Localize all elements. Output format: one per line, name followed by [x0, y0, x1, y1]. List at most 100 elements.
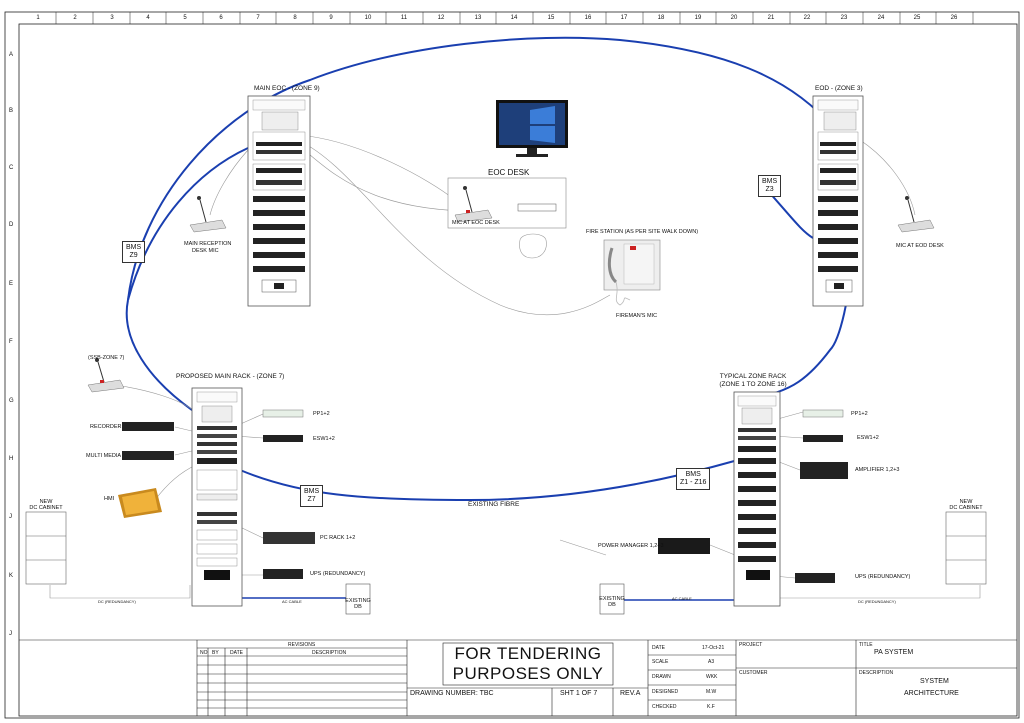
grid-row-h: H: [9, 456, 14, 462]
label-ac-cable-left: AC CABLE: [282, 599, 302, 604]
label-existing-db-left-2: DB: [354, 604, 362, 610]
label-amplifier: AMPLIFIER 1,2+3: [855, 467, 900, 473]
grid-col-12: 12: [437, 15, 445, 21]
tb-checked-label: CHECKED: [652, 704, 677, 710]
label-existing-db-left: EXISTING: [345, 598, 371, 604]
label-esw-left: ESW1+2: [313, 436, 335, 442]
title-block-lines: [19, 639, 1017, 716]
label-desk-mic: DESK MIC: [192, 248, 219, 254]
grid-col-14: 14: [510, 15, 518, 21]
chair-device: [519, 233, 547, 259]
tb-designed-label: DESIGNED: [652, 689, 679, 695]
bms-z9-zone: Z9: [129, 252, 138, 259]
amplifier-device: [800, 462, 848, 479]
main-fibre-ring: [127, 36, 856, 396]
label-eoc-desk: EOC DESK: [488, 168, 530, 177]
label-multi-media: MULTI MEDIA: [86, 453, 122, 459]
label-new-dc-cabinet-right: NEW: [959, 499, 973, 505]
tb-designed-value: M.W: [706, 689, 717, 695]
label-eod: EOD - (ZONE 3): [815, 85, 863, 92]
label-main-reception: MAIN RECEPTION: [184, 241, 232, 247]
tender-line-2: PURPOSES ONLY: [452, 664, 604, 683]
tb-description-label: DESCRIPTION: [859, 670, 894, 676]
tb-no: NO: [200, 650, 208, 656]
grid-col-2: 2: [73, 15, 77, 21]
existing-fibre-line: [239, 459, 739, 502]
label-new-dc-cabinet-left: NEW: [39, 499, 53, 505]
label-existing-db-right-2: DB: [608, 602, 616, 608]
tb-scale-value: A3: [708, 659, 715, 665]
bms-z3-title: BMS: [762, 178, 778, 185]
grid-col-15: 15: [547, 15, 555, 21]
grid-row-f: F: [9, 339, 13, 345]
bms-z9-box: BMS Z9: [122, 241, 146, 263]
bms-z7-title: BMS: [304, 488, 320, 495]
grid-col-13: 13: [474, 15, 482, 21]
mic-main-reception-device: [189, 196, 227, 233]
bms-z1-zone: Z1 - Z16: [680, 479, 707, 486]
grid-col-19: 19: [694, 15, 702, 21]
label-new-dc-cabinet-left-2: DC CABINET: [29, 505, 63, 511]
rack-main-eoc: [247, 95, 311, 307]
grid-row-d: D: [9, 222, 14, 228]
grid-col-25: 25: [913, 15, 921, 21]
grid-col-21: 21: [767, 15, 775, 21]
bms-z3-box: BMS Z3: [758, 175, 782, 197]
rack-proposed-main: [191, 387, 243, 607]
mic-eoc-desk-device: [454, 186, 493, 223]
label-hmi: HMI: [104, 496, 115, 502]
ups-left-device: [263, 569, 303, 579]
grid-row-j2: J: [9, 631, 12, 637]
multimedia-device: [122, 451, 174, 460]
label-existing-fibre: EXISTING FIBRE: [468, 501, 520, 508]
label-ups-left: UPS (REDUNDANCY): [310, 571, 366, 577]
dc-cabinet-right: [945, 511, 987, 585]
grid-col-1: 1: [36, 15, 40, 21]
bms-z1-box: BMS Z1 - Z16: [676, 468, 711, 490]
tb-date-value: 17-Oct-21: [702, 645, 725, 651]
label-dc-redundancy-left: DC (REDUNDANCY): [98, 599, 136, 604]
label-dc-redundancy-right: DC (REDUNDANCY): [858, 599, 896, 604]
tb-rev: REV.A: [620, 690, 641, 697]
mic-eod-desk-device: [897, 196, 935, 233]
grid-col-16: 16: [584, 15, 592, 21]
label-main-eoc: MAIN EOC - (ZONE 9): [254, 85, 320, 92]
grid-col-10: 10: [364, 15, 372, 21]
grid-col-3: 3: [110, 15, 114, 21]
pc-rack-device: [263, 532, 315, 544]
tb-scale-label: SCALE: [652, 659, 669, 665]
label-power-manager: POWER MANAGER 1,2+3: [598, 543, 664, 549]
tb-checked-value: K.F: [707, 704, 715, 710]
grid-col-9: 9: [329, 15, 333, 21]
tb-description-col: DESCRIPTION: [312, 650, 347, 656]
tb-title-label: TITLE: [859, 642, 873, 648]
label-ac-cable-right: AC CABLE: [672, 596, 692, 601]
existing-db-left: [345, 583, 371, 615]
label-fire-station: FIRE STATION (AS PER SITE WALK DOWN): [586, 229, 699, 235]
pp-right-device: [802, 409, 844, 418]
grid-col-26: 26: [950, 15, 958, 21]
grid-col-24: 24: [877, 15, 885, 21]
rack-eod: [812, 95, 864, 307]
tb-description-line-1: SYSTEM: [920, 678, 949, 685]
tb-customer-label: CUSTOMER: [739, 670, 768, 676]
tb-revisions: REVISIONS: [288, 642, 316, 648]
label-ups-right: UPS (REDUNDANCY): [855, 574, 911, 580]
grid-row-b: B: [9, 108, 14, 114]
label-new-dc-cabinet-right-2: DC CABINET: [949, 505, 983, 511]
grid-col-17: 17: [620, 15, 628, 21]
tender-line-1: FOR TENDERING: [454, 644, 602, 663]
pp-left-device: [262, 409, 304, 418]
tb-drawing-number: DRAWING NUMBER: TBC: [410, 690, 494, 697]
esw-left-device: [263, 435, 303, 442]
bms-z3-zone: Z3: [765, 186, 774, 193]
tb-date-label: DATE: [652, 645, 665, 651]
rack-typical-zone: [733, 391, 781, 607]
hmi-device: [118, 488, 162, 518]
grid-col-4: 4: [146, 15, 150, 21]
label-recorder: RECORDER: [90, 424, 122, 430]
bms-z1-title: BMS: [685, 471, 701, 478]
grid-row-j: J: [9, 514, 12, 520]
